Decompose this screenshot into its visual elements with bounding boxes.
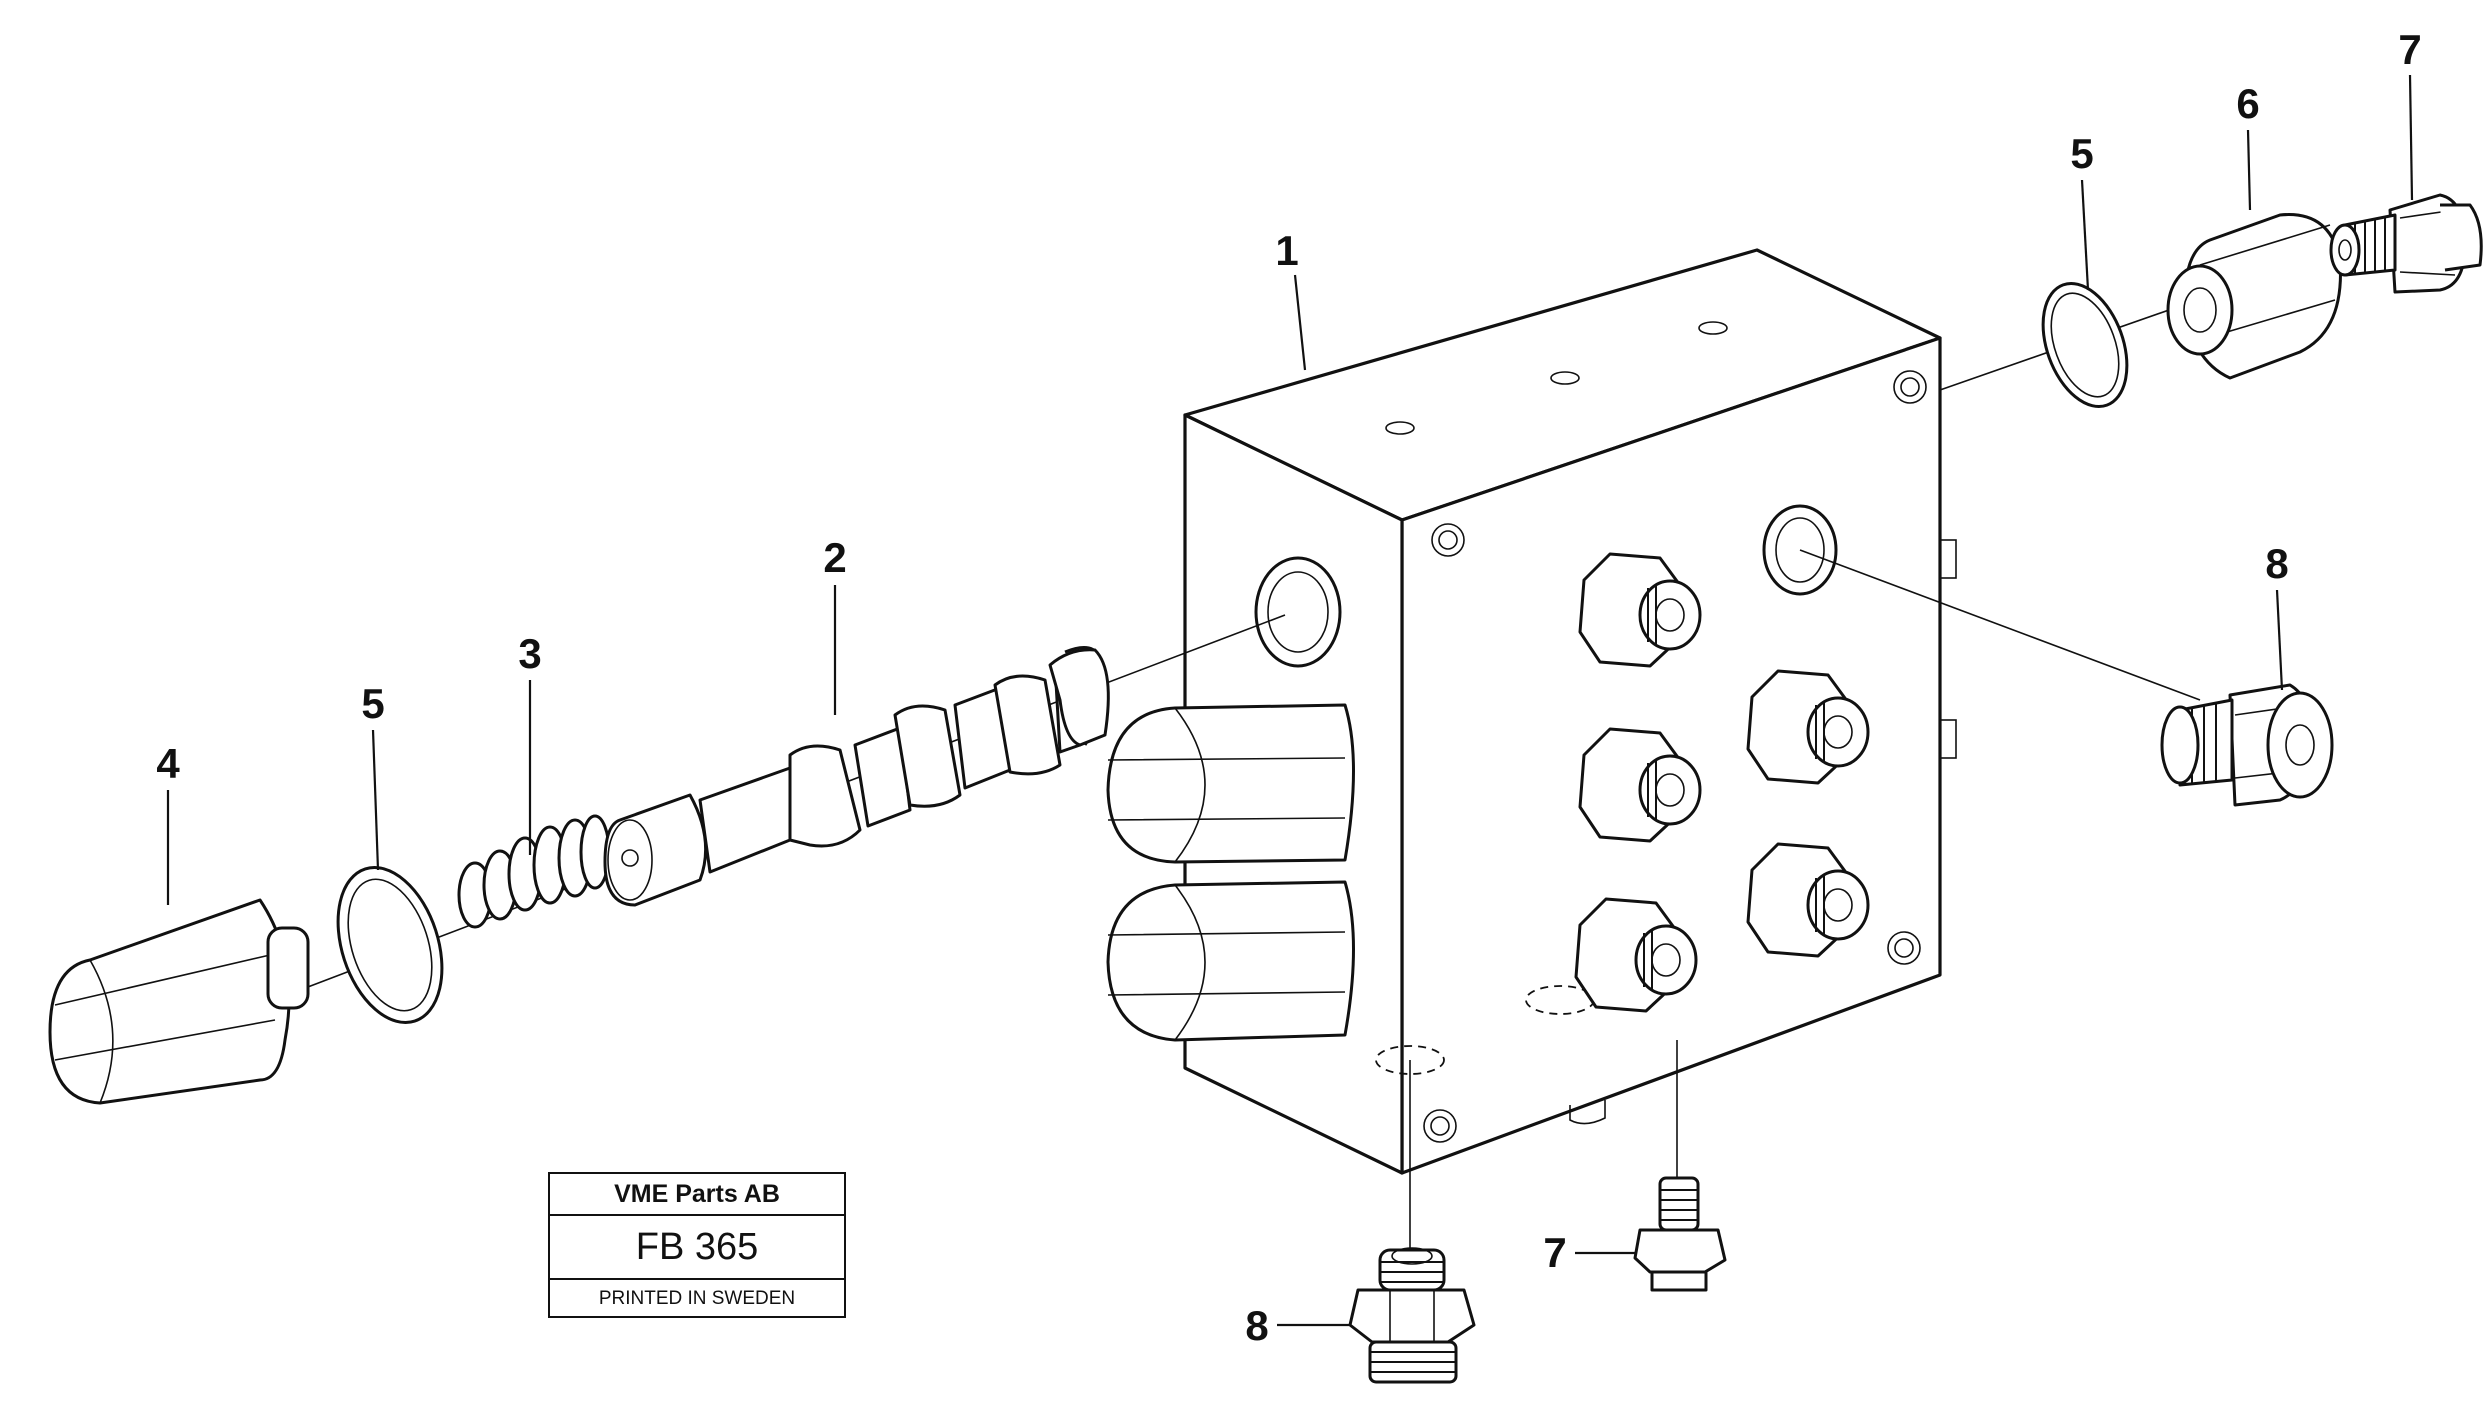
spring [457, 814, 611, 929]
block-hex-caps [1106, 703, 1355, 1042]
printed-note: PRINTED IN SWEDEN [598, 1288, 796, 1309]
nipple-right [2160, 683, 2334, 807]
nipple-top [2329, 193, 2483, 294]
adapter [2166, 213, 2342, 380]
callout-nipple-top: 7 [2398, 26, 2421, 73]
callout-valve-block: 1 [1275, 227, 1298, 274]
callout-leaders [166, 74, 2414, 1327]
callout-plug: 4 [156, 740, 180, 787]
callout-nipple-bottom-big: 8 [1245, 1302, 1268, 1349]
callout-adapter: 6 [2236, 80, 2259, 127]
drawing-code: FB 365 [550, 1216, 844, 1280]
callout-nipple-right: 8 [2265, 540, 2288, 587]
callout-spring: 3 [518, 630, 541, 677]
callout-seal-left: 5 [361, 680, 384, 727]
callout-seal-right: 5 [2070, 130, 2093, 177]
company-name: VME Parts AB [550, 1174, 844, 1216]
callout-spool: 2 [823, 534, 846, 581]
title-block: VME Parts AB FB 365 PRINTED IN SWEDEN [548, 1172, 846, 1318]
plug [48, 898, 310, 1105]
block-fittings [1574, 552, 1870, 1013]
callout-nipple-bottom: 7 [1543, 1229, 1566, 1276]
nipple-bottom [1633, 1176, 1727, 1292]
nipple-bottom-big [1348, 1247, 1476, 1384]
seal-ring-right [2041, 281, 2129, 409]
spool [603, 646, 1110, 907]
assembly-axis-right-lower [1799, 549, 2201, 701]
seal-ring-left [336, 865, 444, 1025]
